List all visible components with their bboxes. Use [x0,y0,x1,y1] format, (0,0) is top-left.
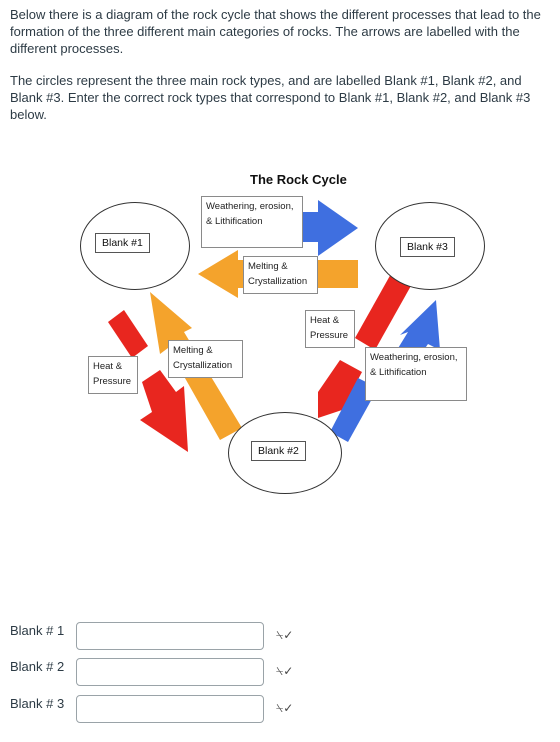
answer-label-3: Blank # 3 [10,696,65,711]
blank-2-input[interactable] [76,658,264,686]
rock-circle-1: Blank #1 [80,202,190,290]
label-heat-left: Heat & Pressure [88,356,138,394]
label-weathering-right: Weathering, erosion, & Lithification [365,347,467,401]
diagram-title: The Rock Cycle [250,172,347,187]
label-melting-left: Melting & Crystallization [168,340,243,378]
label-heat-right: Heat & Pressure [305,310,355,348]
circle-2-label: Blank #2 [251,441,306,461]
circle-1-label: Blank #1 [95,233,150,253]
rock-circle-2: Blank #2 [228,412,342,494]
label-weathering-top: Weathering, erosion, & Lithification [201,196,303,248]
rock-cycle-diagram: The Rock Cycle Blank #1 Blank #2 Blank #… [0,160,560,540]
blank-3-input[interactable] [76,695,264,723]
arrow-red-right-upper [355,272,412,350]
circle-3-label: Blank #3 [400,237,455,257]
arrow-red-right-lower [318,360,362,418]
instructions-paragraph-2: The circles represent the three main roc… [10,73,531,122]
blank-1-input[interactable] [76,622,264,650]
arrow-red-left-upper [108,310,148,358]
arrow-red-left-lower [140,370,188,452]
arrow-blue-top [300,200,358,256]
answer-label-2: Blank # 2 [10,659,65,674]
spellcheck-icon[interactable]: ⍀✓ [276,664,294,678]
spellcheck-icon[interactable]: ⍀✓ [276,628,294,642]
instructions-paragraph-1: Below there is a diagram of the rock cyc… [10,7,541,56]
rock-circle-3: Blank #3 [375,202,485,290]
spellcheck-icon[interactable]: ⍀✓ [276,701,294,715]
answer-label-1: Blank # 1 [10,623,65,638]
label-melting-top: Melting & Crystallization [243,256,318,294]
